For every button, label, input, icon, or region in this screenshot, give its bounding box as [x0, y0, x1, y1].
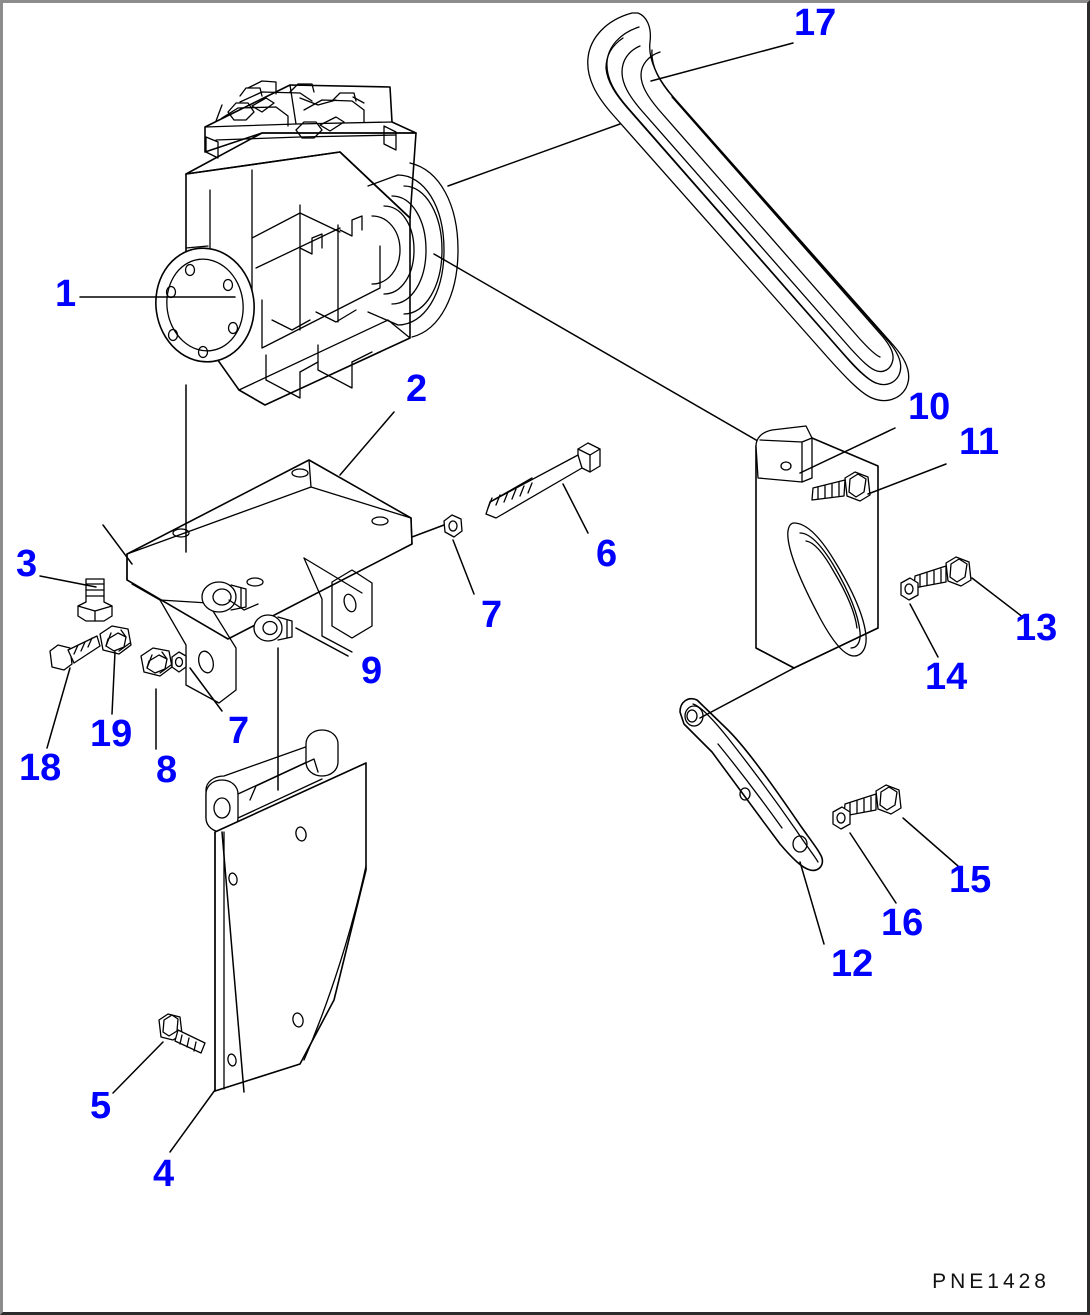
callout-15[interactable]: 15: [949, 859, 991, 901]
leader-pulley-to-bracket10: [433, 253, 771, 449]
part-washer-upper: [443, 514, 463, 538]
callout-17[interactable]: 17: [794, 2, 836, 44]
callout-9[interactable]: 9: [361, 650, 382, 692]
part-bolt-18: [49, 635, 101, 671]
part-nut-19: [99, 625, 132, 655]
callout-4[interactable]: 4: [153, 1153, 174, 1195]
callout-14[interactable]: 14: [925, 656, 967, 698]
callout-5[interactable]: 5: [90, 1085, 111, 1127]
part-bolt-3: [77, 578, 113, 622]
callout-numbers: 1 2 3 4 5 6 7 7 8 9 10 11 12 13 14 15 16…: [16, 2, 1057, 1195]
part-bolt-15: [843, 784, 902, 817]
leader-belt-to-pulley: [447, 123, 621, 187]
part-angle-bracket: [755, 425, 879, 669]
callout-11[interactable]: 11: [959, 421, 999, 463]
assembly-connector-lines: [102, 384, 795, 1093]
bracket-center-boss: [201, 581, 247, 613]
part-adjust-link: [679, 697, 824, 872]
part-washer-14: [900, 577, 919, 601]
part-long-bolt: [485, 442, 601, 519]
part-side-plate: [205, 729, 367, 1092]
part-compressor: [155, 80, 459, 406]
part-bolt-5: [158, 1013, 206, 1054]
callout-19[interactable]: 19: [90, 713, 132, 755]
part-collar-spacer: [253, 614, 293, 642]
callout-8[interactable]: 8: [156, 749, 177, 791]
callout-12[interactable]: 12: [831, 943, 873, 985]
part-mounting-bracket: [126, 459, 413, 704]
part-washer-lower: [171, 651, 187, 673]
drawing-code: PNE1428: [932, 1270, 1050, 1293]
callout-7b[interactable]: 7: [228, 710, 249, 752]
callout-7[interactable]: 7: [481, 594, 502, 636]
compressor-front-cover: [155, 245, 255, 363]
compressor-clutch-pulley: [367, 162, 459, 338]
callout-leaders: [39, 42, 1025, 1153]
callout-16[interactable]: 16: [881, 902, 923, 944]
compressor-top-fittings: [205, 80, 397, 159]
part-belt: [587, 12, 910, 402]
part-bolt-11: [811, 471, 871, 502]
callout-13[interactable]: 13: [1015, 607, 1057, 649]
callout-10[interactable]: 10: [908, 386, 950, 428]
callout-3[interactable]: 3: [16, 543, 37, 585]
part-bolt-13: [913, 556, 972, 589]
part-washer-16: [832, 806, 851, 830]
callout-18[interactable]: 18: [19, 747, 61, 789]
callout-1[interactable]: 1: [55, 273, 76, 315]
part-nut-8: [140, 647, 173, 677]
callout-2[interactable]: 2: [406, 368, 427, 410]
callout-6[interactable]: 6: [596, 533, 617, 575]
